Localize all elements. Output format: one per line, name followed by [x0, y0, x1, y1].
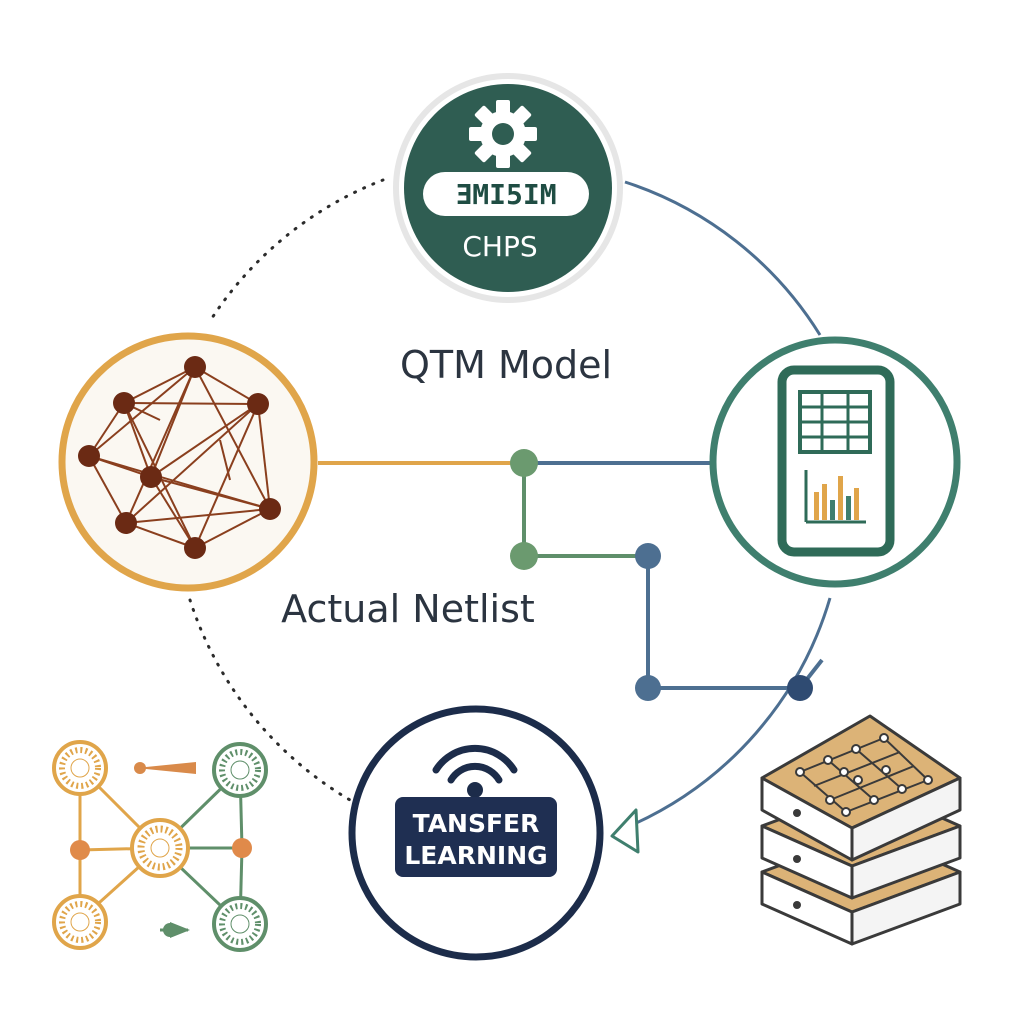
chip-dashboard-icon	[777, 365, 895, 557]
cluster-node-orange	[52, 894, 108, 950]
arc-top-right	[624, 180, 822, 336]
dotted-arc-bottom-left	[188, 598, 352, 802]
transfer-learning-node: TANSFER LEARNING	[348, 705, 604, 961]
qtm-model-label: QTM Model	[400, 343, 612, 387]
transfer-learning-badge	[395, 797, 557, 877]
cluster-node-orange	[52, 740, 108, 796]
actual-netlist-label: Actual Netlist	[281, 587, 535, 631]
stack-layer-top	[760, 714, 962, 862]
cluster-node-green	[212, 742, 268, 798]
pin-icon-orange	[136, 762, 196, 774]
grid-mesh-icon	[799, 737, 929, 813]
neural-network-node	[58, 332, 318, 592]
hub-node: ƎMI5IM CHPS	[393, 73, 623, 303]
hub-label: CHPS	[462, 230, 537, 263]
hub-pill	[423, 172, 589, 216]
dotted-arc-top-left	[210, 178, 385, 320]
hub-pill-text: ƎMI5IM	[455, 178, 556, 211]
network-graph-icon	[88, 366, 271, 549]
cluster-network-graphic	[52, 740, 268, 952]
arc-bottom-right	[631, 597, 832, 827]
circuit-junctions	[510, 449, 813, 701]
transfer-learning-line1: TANSFER	[413, 809, 540, 838]
arrowhead	[610, 808, 640, 854]
gear-icon	[469, 100, 537, 168]
layer-stack-graphic	[760, 714, 962, 946]
cluster-node-orange	[130, 818, 190, 878]
dashboard-node	[709, 336, 961, 588]
cluster-node-green	[212, 896, 268, 952]
connector-arcs	[188, 178, 832, 854]
transfer-learning-line2: LEARNING	[404, 841, 547, 870]
circuit-lines	[318, 461, 824, 690]
